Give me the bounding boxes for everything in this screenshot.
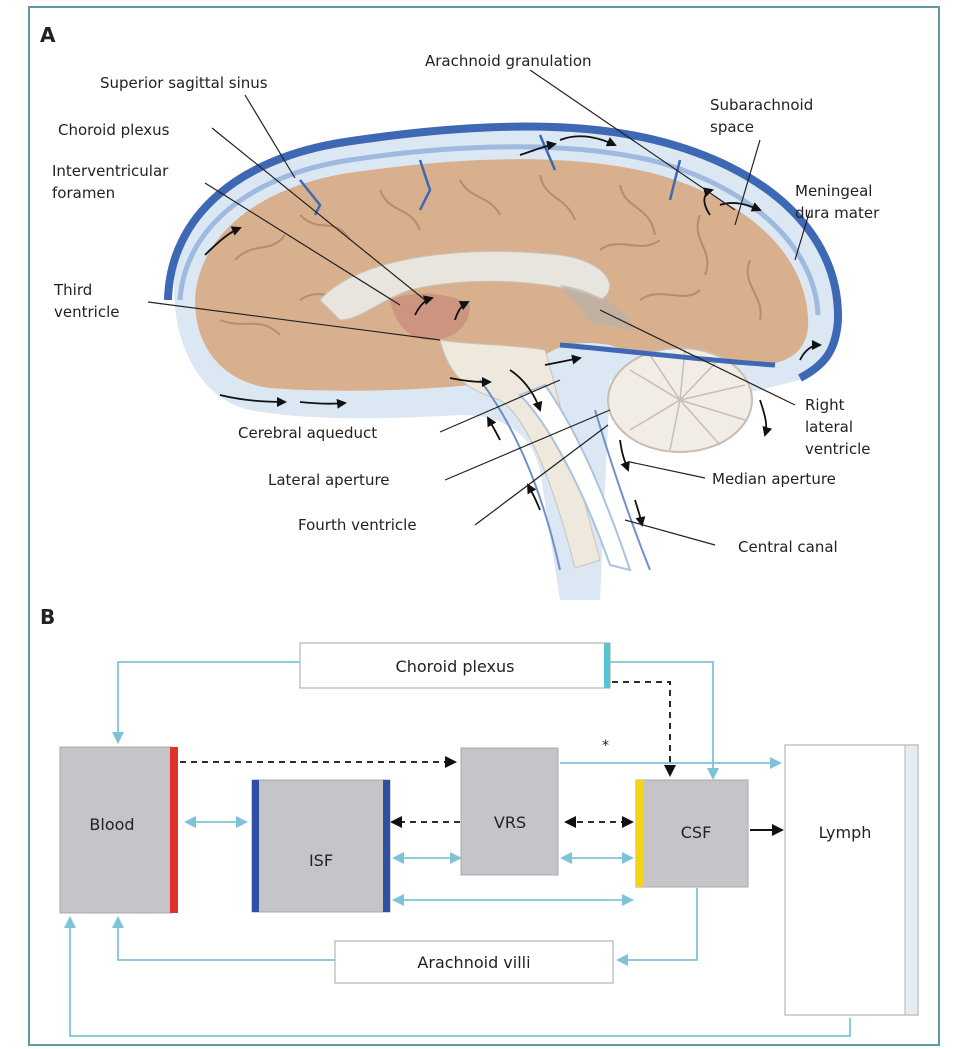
- vrs-box-label: VRS: [494, 813, 526, 832]
- label-third-ventricle-2: ventricle: [54, 303, 119, 321]
- choroid-plexus-box: Choroid plexus: [300, 643, 610, 688]
- brain-sagittal-illustration: [168, 126, 841, 600]
- label-choroid-plexus: Choroid plexus: [58, 121, 170, 139]
- isf-box-label: ISF: [309, 851, 333, 870]
- blood-box: Blood: [60, 747, 178, 913]
- label-meningeal-dura-mater-1: Meningeal: [795, 182, 872, 200]
- label-lateral-aperture: Lateral aperture: [268, 471, 390, 489]
- isf-box: ISF: [252, 780, 390, 912]
- label-subarachnoid-space-1: Subarachnoid: [710, 96, 813, 114]
- label-central-canal: Central canal: [738, 538, 838, 556]
- label-subarachnoid-space-2: space: [710, 118, 754, 136]
- label-right-lateral-ventricle-1: Right: [805, 396, 845, 414]
- choroid-plexus-box-label: Choroid plexus: [396, 657, 515, 676]
- label-right-lateral-ventricle-3: ventricle: [805, 440, 870, 458]
- label-fourth-ventricle: Fourth ventricle: [298, 516, 417, 534]
- blood-box-label: Blood: [89, 815, 134, 834]
- panel-b-letter: B: [40, 605, 55, 629]
- lymph-box: Lymph: [785, 745, 918, 1015]
- label-arachnoid-granulation: Arachnoid granulation: [425, 52, 592, 70]
- label-median-aperture: Median aperture: [712, 470, 836, 488]
- label-superior-sagittal-sinus: Superior sagittal sinus: [100, 74, 268, 92]
- vrs-box: VRS: [461, 748, 558, 875]
- panel-a-letter: A: [40, 23, 56, 47]
- label-cerebral-aqueduct: Cerebral aqueduct: [238, 424, 377, 442]
- asterisk-mark: *: [602, 738, 609, 754]
- lymph-box-label: Lymph: [819, 823, 872, 842]
- label-interventricular-foramen-2: foramen: [52, 184, 115, 202]
- csf-box: CSF: [636, 780, 748, 887]
- label-meningeal-dura-mater-2: dura mater: [795, 204, 880, 222]
- arachnoid-villi-box-label: Arachnoid villi: [417, 953, 530, 972]
- label-third-ventricle-1: Third: [53, 281, 92, 299]
- label-interventricular-foramen-1: Interventricular: [52, 162, 169, 180]
- arachnoid-villi-box: Arachnoid villi: [335, 941, 613, 983]
- csf-box-label: CSF: [681, 823, 712, 842]
- label-right-lateral-ventricle-2: lateral: [805, 418, 853, 436]
